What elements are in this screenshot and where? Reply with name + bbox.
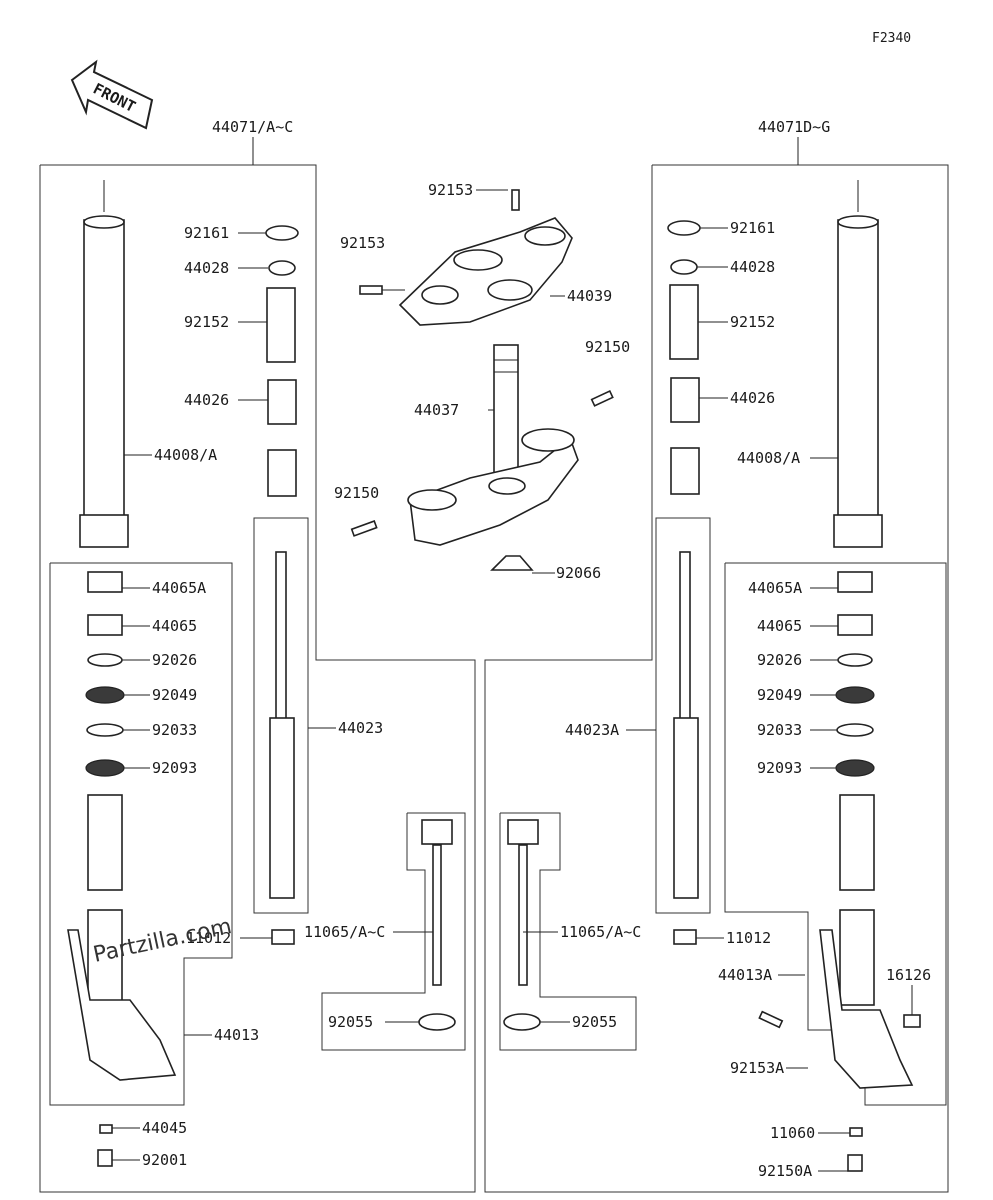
label-right-92026: 92026	[757, 651, 802, 669]
label-left-44023: 44023	[338, 719, 383, 737]
left-bolt-92001	[97, 1149, 113, 1167]
label-right-92049: 92049	[757, 686, 802, 704]
bolt-92150-right	[590, 389, 614, 407]
label-right-16126: 16126	[886, 966, 931, 984]
label-right-92161: 92161	[730, 219, 775, 237]
label-right-92153a: 92153A	[730, 1059, 784, 1077]
label-44039: 44039	[567, 287, 612, 305]
label-right-44013a: 44013A	[718, 966, 772, 984]
label-left-11065: 11065/A~C	[304, 923, 385, 941]
front-arrow-icon: FRONT	[70, 59, 154, 130]
label-left-92049: 92049	[152, 686, 197, 704]
label-left-11012: 11012	[186, 929, 231, 947]
label-left-92001: 92001	[142, 1151, 187, 1169]
left-damper-11065	[418, 819, 456, 1031]
label-right-44028: 44028	[730, 258, 775, 276]
label-left-92033: 92033	[152, 721, 197, 739]
label-right-92152: 92152	[730, 313, 775, 331]
left-leaders	[112, 232, 433, 1161]
label-92066: 92066	[556, 564, 601, 582]
left-spring-44026	[267, 379, 297, 425]
label-left-44065: 44065	[152, 617, 197, 635]
label-left-44028: 44028	[184, 259, 229, 277]
nut-92066	[490, 555, 534, 571]
left-spring-44026b	[267, 449, 297, 497]
label-right-44023a: 44023A	[565, 721, 619, 739]
label-right-92093: 92093	[757, 759, 802, 777]
label-right-92033: 92033	[757, 721, 802, 739]
label-left-92026: 92026	[152, 651, 197, 669]
upper-triple-clamp	[398, 217, 573, 326]
left-spacer-92152	[266, 287, 296, 363]
label-44071-ac: 44071/A~C	[212, 118, 293, 136]
left-bushing-11012	[271, 929, 295, 945]
right-outer-tube-44013a	[819, 794, 914, 1089]
bolt-92153-left	[359, 285, 383, 295]
right-seal-stack	[835, 571, 875, 777]
label-left-44065a: 44065A	[152, 579, 206, 597]
bolt-92153-top	[511, 189, 520, 211]
right-small-parts	[667, 220, 701, 945]
label-right-44065a: 44065A	[748, 579, 802, 597]
label-right-44026: 44026	[730, 389, 775, 407]
left-washer-92161	[265, 225, 299, 241]
right-bolt-92153a	[758, 1010, 784, 1029]
label-92150-left: 92150	[334, 484, 379, 502]
right-bolt-92150a	[847, 1154, 863, 1172]
label-left-92055: 92055	[328, 1013, 373, 1031]
label-right-11060: 11060	[770, 1124, 815, 1142]
label-92150-right: 92150	[585, 338, 630, 356]
label-right-44008: 44008/A	[737, 449, 800, 467]
label-44037: 44037	[414, 401, 459, 419]
label-right-11065: 11065/A~C	[560, 923, 641, 941]
left-cap-44028	[268, 260, 296, 276]
label-right-92055: 92055	[572, 1013, 617, 1031]
label-right-44065: 44065	[757, 617, 802, 635]
right-leaders	[523, 227, 913, 1172]
right-fork-tube-44008	[833, 180, 883, 548]
steering-stem	[407, 344, 579, 546]
label-left-44026: 44026	[184, 391, 229, 409]
left-fork-tube-44008	[79, 180, 129, 548]
label-left-44013: 44013	[214, 1026, 259, 1044]
label-right-92150a: 92150A	[758, 1162, 812, 1180]
label-left-44045: 44045	[142, 1119, 187, 1137]
right-bolt-16126	[903, 1014, 921, 1028]
label-right-11012: 11012	[726, 929, 771, 947]
left-outer-tube-44013	[67, 794, 177, 1081]
left-oring-92055	[418, 1013, 456, 1031]
figure-id: F2340	[872, 31, 911, 46]
right-damper-11065	[503, 819, 541, 1031]
label-92153-left: 92153	[340, 234, 385, 252]
left-seal-stack	[85, 571, 125, 777]
label-44071-dg: 44071D~G	[758, 118, 830, 136]
label-left-92152: 92152	[184, 313, 229, 331]
left-rod-44023	[275, 551, 287, 721]
label-left-92093: 92093	[152, 759, 197, 777]
label-left-44008: 44008/A	[154, 446, 217, 464]
left-cartridge-44023	[269, 717, 295, 899]
label-left-92161: 92161	[184, 224, 229, 242]
left-washer-44045	[99, 1124, 113, 1134]
group-boxes	[39, 164, 949, 1193]
left-small-parts	[265, 225, 299, 945]
right-washer-11060	[849, 1127, 863, 1137]
bolt-92150-left	[350, 520, 378, 537]
label-92153-top: 92153	[428, 181, 473, 199]
